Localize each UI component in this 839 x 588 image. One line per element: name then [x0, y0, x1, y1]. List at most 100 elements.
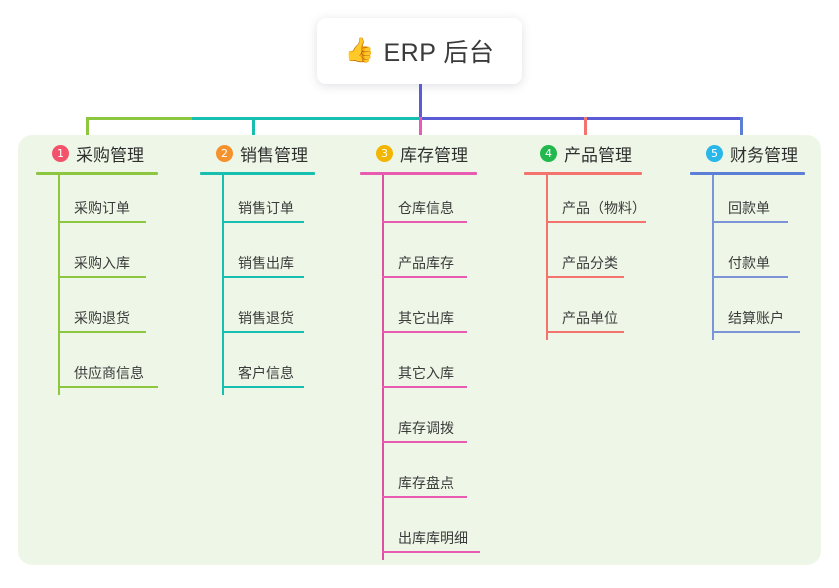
modules-panel: [18, 135, 821, 565]
column-spine: [712, 175, 714, 340]
list-item-label: 其它入库: [398, 365, 454, 381]
column-badge-2: 2: [216, 144, 233, 162]
list-item[interactable]: 出库库明细: [360, 505, 525, 560]
column-badge-3: 3: [376, 144, 393, 162]
list-item-rule: [546, 331, 624, 333]
list-item[interactable]: 客户信息: [200, 340, 350, 395]
list-item[interactable]: 仓库信息: [360, 175, 525, 230]
list-item-rule: [382, 496, 467, 498]
column-spine: [382, 175, 384, 560]
drop-line-col2: [252, 117, 255, 145]
list-item[interactable]: 销售出库: [200, 230, 350, 285]
list-item[interactable]: 产品（物料）: [524, 175, 689, 230]
column-header[interactable]: 4 产品管理: [524, 140, 689, 166]
module-column-sales: 2 销售管理 销售订单 销售出库 销售退货 客户信息: [200, 140, 350, 395]
column-title: 财务管理: [730, 145, 798, 165]
list-item-rule: [712, 331, 800, 333]
column-items: 仓库信息 产品库存 其它出库 其它入库 库存调拨 库存盘点: [360, 175, 525, 560]
column-items: 回款单 付款单 结算账户: [690, 175, 825, 340]
list-item-label: 库存调拨: [398, 420, 454, 436]
list-item[interactable]: 回款单: [690, 175, 825, 230]
module-column-finance: 5 财务管理 回款单 付款单 结算账户: [690, 140, 825, 340]
column-items: 产品（物料） 产品分类 产品单位: [524, 175, 689, 340]
list-item-rule: [58, 276, 146, 278]
list-item-label: 库存盘点: [398, 475, 454, 491]
list-item-rule: [382, 386, 467, 388]
column-title: 销售管理: [240, 145, 308, 165]
list-item-rule: [222, 331, 304, 333]
list-item-rule: [712, 221, 788, 223]
root-node[interactable]: 👍 ERP 后台: [317, 18, 522, 84]
list-item-rule: [546, 276, 624, 278]
drop-line-col1: [86, 117, 89, 145]
list-item-label: 产品单位: [562, 310, 618, 326]
list-item[interactable]: 付款单: [690, 230, 825, 285]
list-item-rule: [222, 276, 304, 278]
list-item-label: 产品（物料）: [562, 200, 646, 216]
list-item[interactable]: 采购入库: [36, 230, 186, 285]
list-item[interactable]: 库存调拨: [360, 395, 525, 450]
column-header[interactable]: 2 销售管理: [200, 140, 350, 166]
list-item-label: 销售退货: [238, 310, 294, 326]
list-item[interactable]: 销售订单: [200, 175, 350, 230]
list-item[interactable]: 采购退货: [36, 285, 186, 340]
list-item[interactable]: 采购订单: [36, 175, 186, 230]
list-item-rule: [58, 331, 146, 333]
list-item-label: 采购退货: [74, 310, 130, 326]
column-title: 库存管理: [400, 145, 468, 165]
list-item-rule: [382, 221, 467, 223]
list-item-rule: [712, 276, 788, 278]
list-item-rule: [222, 221, 304, 223]
list-item[interactable]: 供应商信息: [36, 340, 186, 395]
column-items: 采购订单 采购入库 采购退货 供应商信息: [36, 175, 186, 395]
column-rule: [200, 172, 315, 175]
drop-line-col5: [740, 117, 743, 145]
column-rule: [36, 172, 158, 175]
list-item[interactable]: 产品分类: [524, 230, 689, 285]
list-item-label: 销售出库: [238, 255, 294, 271]
list-item-label: 出库库明细: [398, 530, 468, 546]
column-rule: [690, 172, 805, 175]
list-item-rule: [58, 386, 158, 388]
column-title: 采购管理: [76, 145, 144, 165]
list-item-label: 产品分类: [562, 255, 618, 271]
list-item-rule: [58, 221, 146, 223]
list-item[interactable]: 结算账户: [690, 285, 825, 340]
list-item-label: 销售订单: [238, 200, 294, 216]
list-item-rule: [546, 221, 646, 223]
list-item-label: 采购入库: [74, 255, 130, 271]
list-item[interactable]: 其它入库: [360, 340, 525, 395]
list-item-label: 仓库信息: [398, 200, 454, 216]
column-header[interactable]: 3 库存管理: [360, 140, 525, 166]
list-item-rule: [382, 441, 467, 443]
list-item-rule: [382, 551, 480, 553]
list-item[interactable]: 其它出库: [360, 285, 525, 340]
list-item-label: 供应商信息: [74, 365, 144, 381]
list-item-label: 产品库存: [398, 255, 454, 271]
bus-segment-teal: [192, 117, 420, 120]
thumbs-up-icon: 👍: [344, 37, 375, 64]
list-item-label: 付款单: [728, 255, 770, 271]
list-item-label: 回款单: [728, 200, 770, 216]
list-item[interactable]: 库存盘点: [360, 450, 525, 505]
list-item-rule: [222, 386, 304, 388]
column-badge-5: 5: [706, 144, 723, 162]
list-item[interactable]: 销售退货: [200, 285, 350, 340]
root-stem-line: [419, 84, 422, 118]
list-item[interactable]: 产品单位: [524, 285, 689, 340]
column-badge-4: 4: [540, 144, 557, 162]
column-title: 产品管理: [564, 145, 632, 165]
root-title: ERP 后台: [383, 39, 495, 67]
column-spine: [222, 175, 224, 395]
column-rule: [360, 172, 477, 175]
column-header[interactable]: 1 采购管理: [36, 140, 186, 166]
list-item-label: 结算账户: [728, 310, 784, 326]
list-item-label: 采购订单: [74, 200, 130, 216]
column-header[interactable]: 5 财务管理: [690, 140, 825, 166]
list-item-rule: [382, 276, 467, 278]
list-item[interactable]: 产品库存: [360, 230, 525, 285]
bus-segment-green: [86, 117, 193, 120]
module-column-products: 4 产品管理 产品（物料） 产品分类 产品单位: [524, 140, 689, 340]
column-spine: [546, 175, 548, 340]
